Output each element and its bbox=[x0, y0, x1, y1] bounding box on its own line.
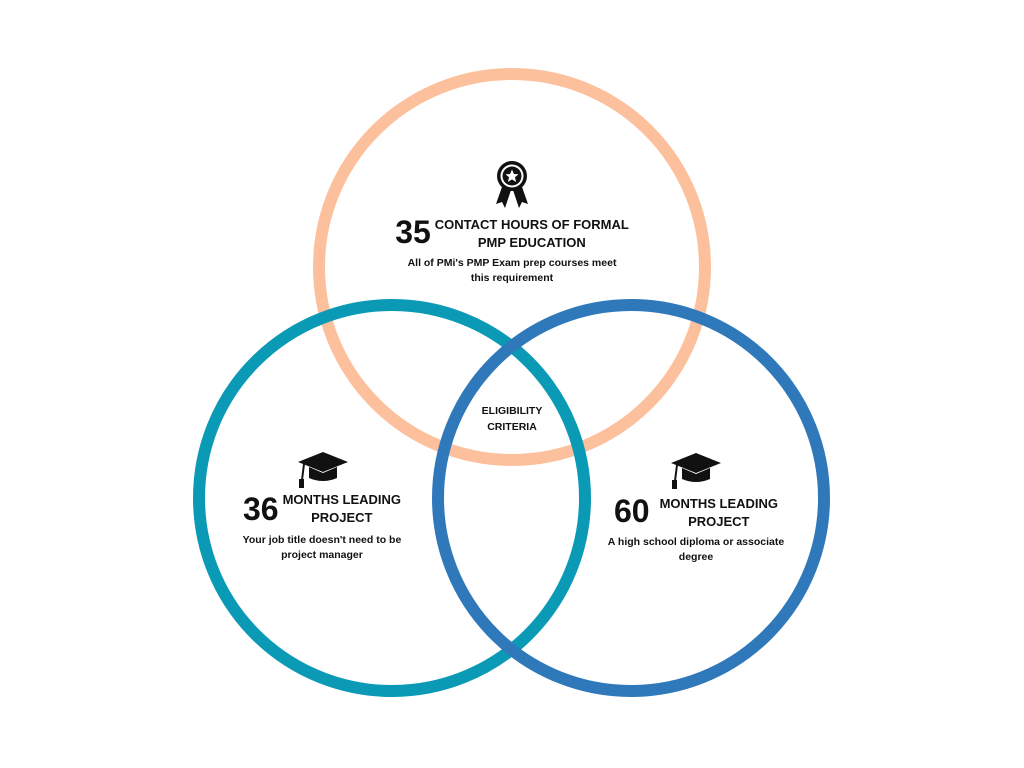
education-title: CONTACT HOURS OF FORMAL PMP EDUCATION bbox=[435, 216, 629, 252]
subtitle-line: this requirement bbox=[470, 272, 554, 284]
subtitle-line: Your job title doesn't need to be bbox=[242, 534, 402, 546]
graduation-cap-icon bbox=[671, 453, 721, 489]
education-hours-number: 35 bbox=[395, 214, 431, 250]
experience-36-months: 36 MONTHS LEADING PROJECT Your job title… bbox=[222, 491, 422, 563]
experience-60-months: 60 MONTHS LEADING PROJECT A high school … bbox=[596, 495, 796, 565]
title-line: CONTACT HOURS OF FORMAL bbox=[434, 217, 629, 232]
center-label: ELIGIBILITY CRITERIA bbox=[462, 403, 562, 435]
experience-title: MONTHS LEADING PROJECT bbox=[283, 491, 401, 527]
education-requirement: 35 CONTACT HOURS OF FORMAL PMP EDUCATION… bbox=[380, 216, 644, 286]
subtitle-line: project manager bbox=[281, 549, 363, 561]
award-ribbon-icon bbox=[496, 161, 528, 208]
center-label-line: CRITERIA bbox=[487, 421, 537, 433]
title-line: PMP EDUCATION bbox=[477, 235, 586, 250]
graduation-cap-icon bbox=[298, 452, 348, 488]
circle-right-60-months bbox=[432, 299, 830, 697]
center-label-line: ELIGIBILITY bbox=[481, 405, 543, 417]
circle-top-education bbox=[313, 68, 711, 466]
circle-left-36-months bbox=[193, 299, 591, 697]
experience-subtitle: A high school diploma or associate degre… bbox=[596, 535, 796, 565]
months-number: 36 bbox=[242, 491, 279, 527]
experience-title: MONTHS LEADING PROJECT bbox=[660, 495, 778, 531]
education-subtitle: All of PMi's PMP Exam prep courses meet … bbox=[380, 256, 644, 286]
title-line: MONTHS LEADING bbox=[659, 496, 779, 511]
months-number: 60 bbox=[613, 493, 650, 529]
experience-subtitle: Your job title doesn't need to be projec… bbox=[222, 533, 422, 563]
title-line: PROJECT bbox=[688, 514, 750, 529]
title-line: MONTHS LEADING bbox=[282, 492, 402, 507]
subtitle-line: degree bbox=[678, 551, 714, 563]
subtitle-line: A high school diploma or associate bbox=[607, 536, 785, 548]
subtitle-line: All of PMi's PMP Exam prep courses meet bbox=[407, 257, 617, 269]
title-line: PROJECT bbox=[311, 510, 373, 525]
